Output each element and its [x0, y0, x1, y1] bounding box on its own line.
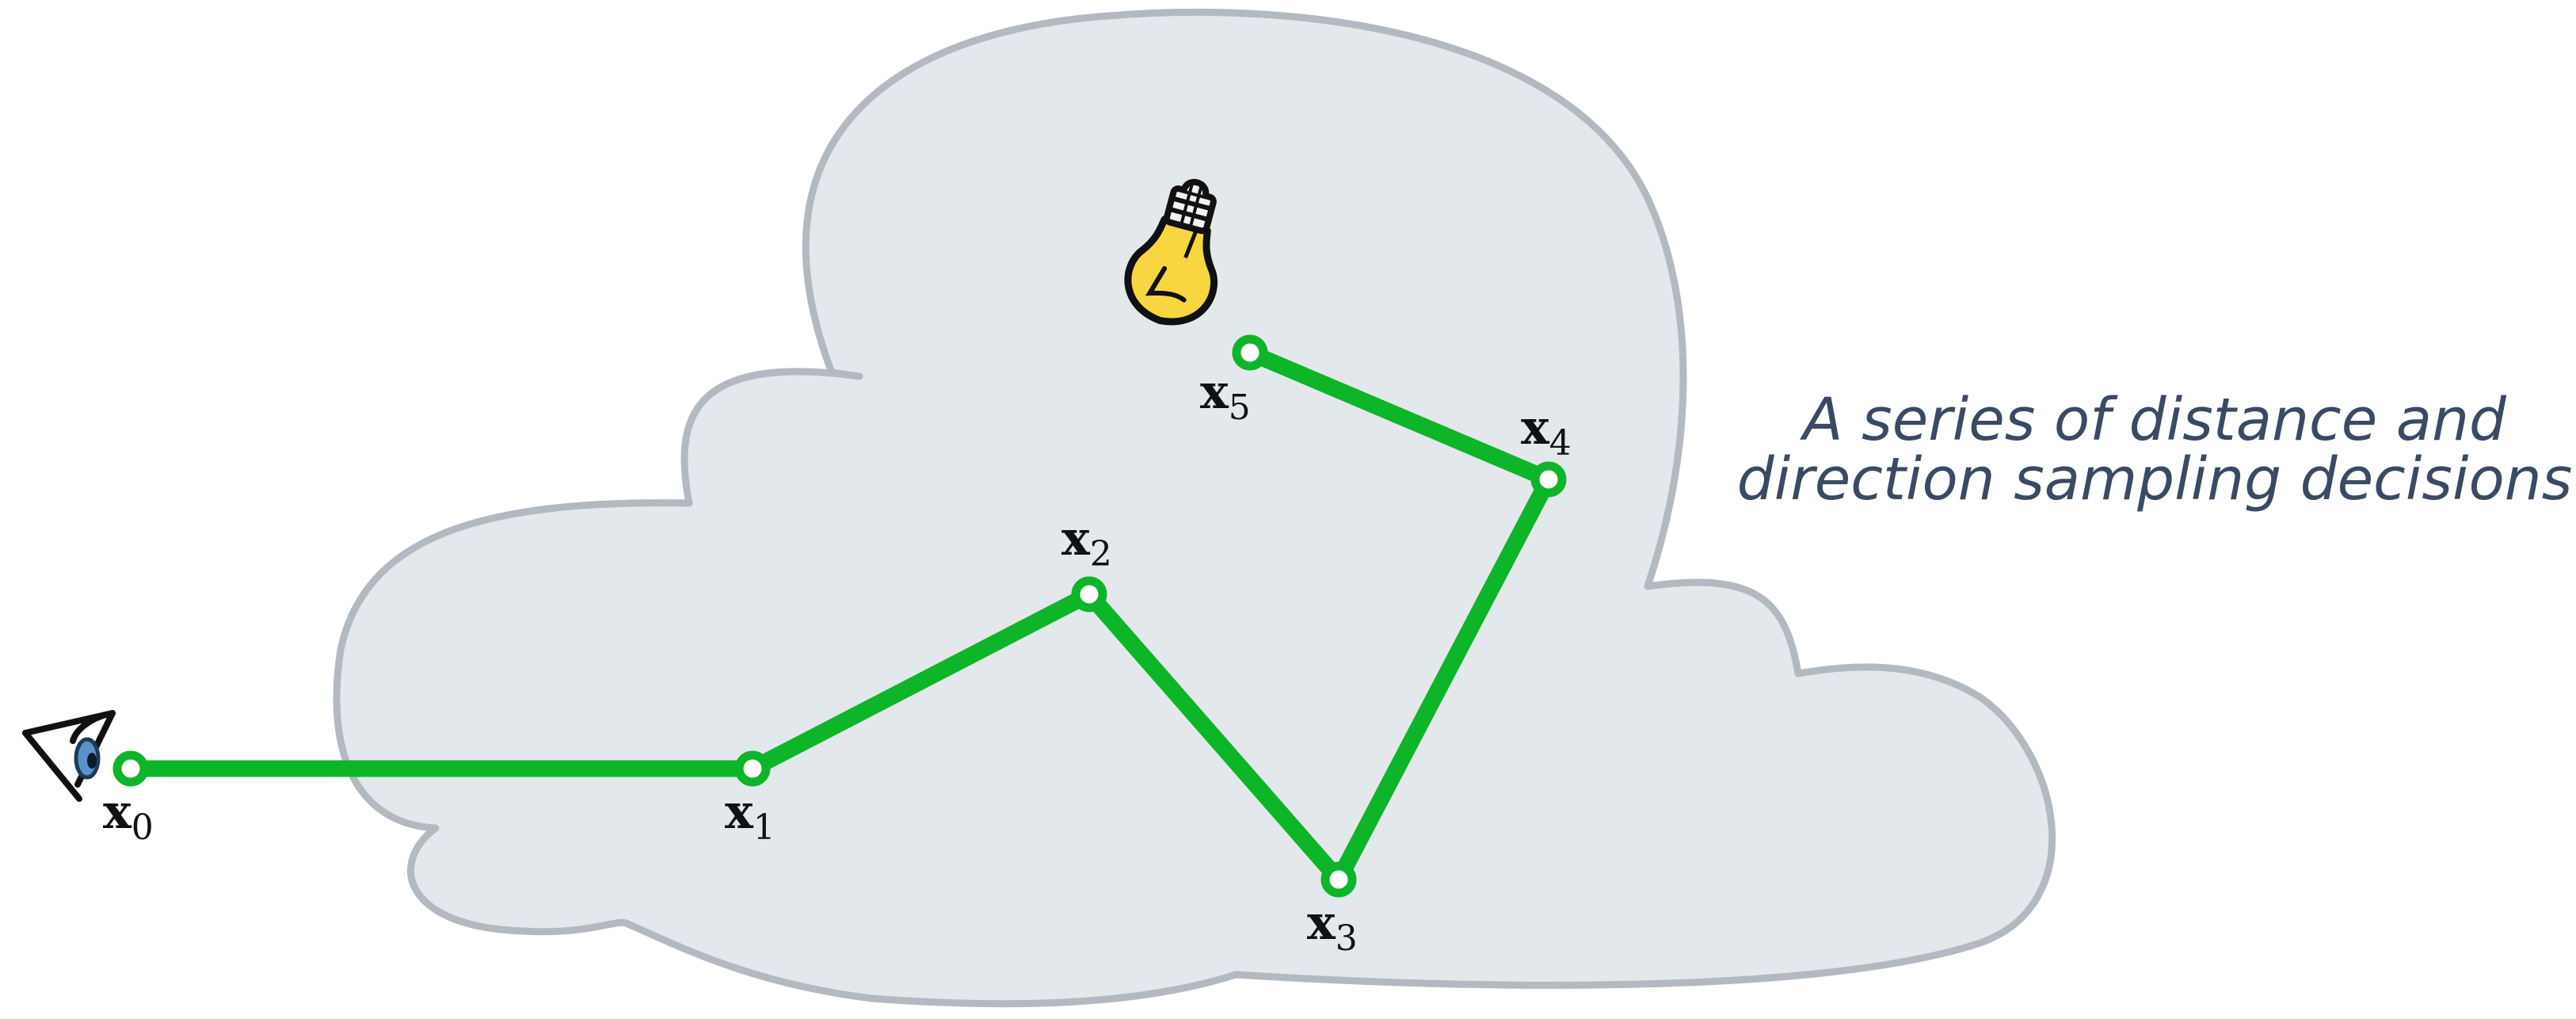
path-segment	[1330, 471, 1557, 888]
lightbulb-icon	[1124, 178, 1218, 326]
eye-icon	[22, 710, 116, 802]
path-vertex	[1071, 576, 1107, 613]
path-segment	[1080, 586, 1347, 888]
vertex-label: x2	[1061, 511, 1112, 574]
vertex-label-main: x	[1061, 511, 1091, 567]
vertex-label-main: x	[1521, 400, 1550, 456]
vertex-label-main: x	[1200, 364, 1229, 420]
path-vertex	[112, 750, 149, 787]
vertex-label-subscript: 4	[1549, 423, 1572, 464]
path-vertices	[112, 334, 1567, 898]
vertex-label-subscript: 2	[1090, 534, 1112, 574]
caption-line-2: direction sampling decisions	[1737, 445, 2573, 513]
path-vertex	[1530, 461, 1567, 498]
vertex-label-main: x	[1307, 895, 1336, 951]
vertex-label: x0	[103, 784, 154, 848]
vertex-label: x5	[1200, 364, 1251, 428]
vertex-label-main: x	[725, 784, 754, 840]
vertex-label: x1	[725, 784, 775, 848]
path-vertex	[1232, 334, 1268, 371]
path-segment	[1241, 344, 1557, 488]
vertex-label-subscript: 5	[1229, 387, 1251, 428]
path-vertex	[1320, 861, 1357, 898]
path-vertex	[734, 750, 771, 787]
vertex-label: x3	[1307, 895, 1358, 959]
vertex-label-subscript: 1	[753, 807, 775, 848]
vertex-label-main: x	[103, 784, 132, 840]
path-segment	[744, 586, 1098, 777]
vertex-label-subscript: 3	[1336, 918, 1358, 959]
vertex-label-subscript: 0	[131, 807, 154, 848]
caption-line-1: A series of distance and	[1800, 386, 2507, 454]
vertex-label: x4	[1521, 400, 1572, 464]
light-path	[122, 344, 1557, 888]
